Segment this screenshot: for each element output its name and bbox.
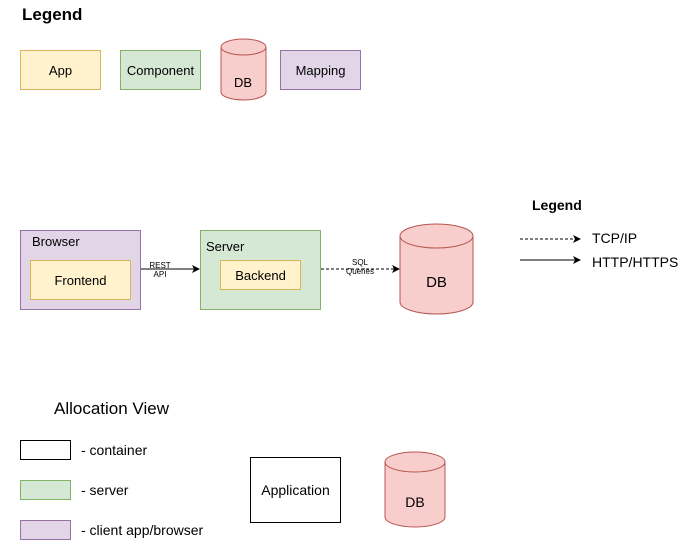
legend-component-label: Component	[126, 62, 195, 78]
container-legend-label: - container	[81, 442, 148, 458]
backend-label: Backend	[235, 267, 286, 283]
backend-box: Backend	[220, 260, 301, 290]
db-label: DB	[426, 274, 447, 291]
container-swatch	[20, 440, 71, 460]
legend-mapping-box: Mapping	[280, 50, 361, 90]
connection-legend-title: Legend	[532, 197, 582, 213]
frontend-box: Frontend	[30, 260, 131, 300]
api-label: API	[153, 270, 167, 279]
application-label: Application	[261, 482, 330, 498]
tcp-legend-label: TCP/IP	[592, 230, 638, 246]
legend-db-label: DB	[233, 75, 253, 90]
application-box: Application	[250, 457, 341, 523]
sql-label: SQL	[351, 258, 368, 267]
queries-label: Queries	[345, 267, 374, 276]
legend-db-cylinder	[220, 38, 267, 101]
legend-app-label: App	[48, 62, 73, 78]
legend-title: Legend	[22, 5, 83, 24]
sql-queries-label: SQL Queries	[343, 258, 377, 276]
client-legend-label: - client app/browser	[81, 522, 204, 538]
server-label: Server	[206, 239, 245, 254]
client-swatch	[20, 520, 71, 540]
frontend-label: Frontend	[54, 272, 107, 288]
allocation-view-title: Allocation View	[54, 399, 169, 418]
server-swatch	[20, 480, 71, 500]
rest-api-label: REST API	[145, 261, 175, 279]
allocation-db-cylinder	[384, 451, 446, 528]
legend-mapping-label: Mapping	[295, 62, 346, 78]
rest-label: REST	[149, 261, 171, 270]
browser-label: Browser	[32, 234, 80, 249]
server-legend-label: - server	[81, 482, 129, 498]
legend-app-box: App	[20, 50, 101, 90]
legend-component-box: Component	[120, 50, 201, 90]
http-legend-label: HTTP/HTTPS	[592, 254, 679, 270]
db-cylinder	[399, 223, 474, 315]
allocation-db-label: DB	[405, 494, 425, 510]
